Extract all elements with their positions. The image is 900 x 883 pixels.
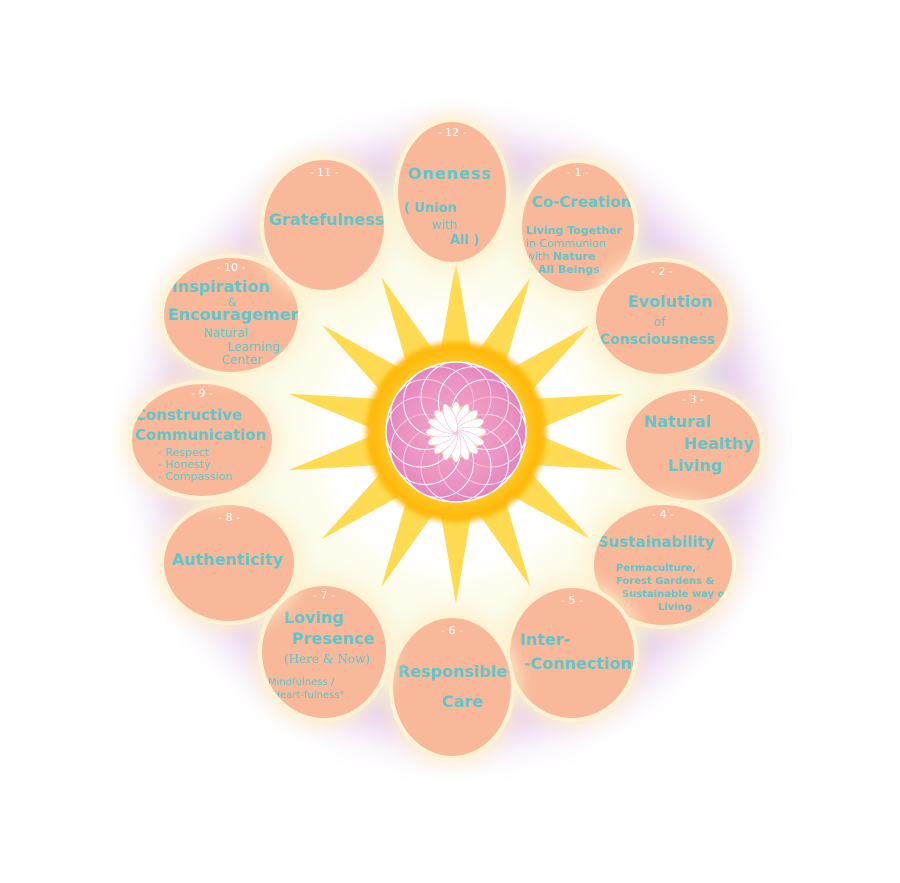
petal-subtitle: Living xyxy=(658,602,693,613)
petal-constructive-communication: - 9 - Constructive Communication - Respe… xyxy=(132,384,272,496)
petal-oneness: - 12 - Oneness ( Union with All ) xyxy=(398,122,506,262)
petal-subtitle: - Compassion xyxy=(158,470,233,483)
petal-sustainability: - 4 - Sustainability Permaculture, Fores… xyxy=(594,505,732,625)
petal-subtitle: "Heart-fulness" xyxy=(268,690,345,701)
sun-ray xyxy=(381,277,437,369)
sun-ray xyxy=(288,393,384,430)
sun-ray xyxy=(528,393,624,430)
petal-title: Care xyxy=(442,692,484,711)
petal-number: - 6 - xyxy=(441,624,463,637)
sun-ray xyxy=(528,434,624,471)
petal-title: -Connection xyxy=(524,654,633,673)
petal-authenticity: - 8 - Authenticity xyxy=(164,505,294,621)
sun-ray xyxy=(288,434,384,471)
petal-title: Oneness xyxy=(408,164,493,183)
petal-inter-connection: - 5 - Inter- -Connection xyxy=(510,588,634,718)
petal-number: - 5 - xyxy=(561,594,583,607)
petal-subtitle: Permaculture, xyxy=(616,563,697,574)
petal-number: - 12 - xyxy=(437,126,467,139)
sun-rays-icon xyxy=(288,260,624,604)
petal-subtitle: - Honesty xyxy=(158,458,211,471)
petal-title: Constructive xyxy=(135,406,243,424)
petal-subtitle: (Here & Now) xyxy=(284,652,371,666)
lotus-icon xyxy=(425,401,487,463)
petal-subtitle: Living Together xyxy=(526,224,623,237)
petal-number: - 8 - xyxy=(218,511,240,524)
petal-title: Loving xyxy=(284,608,344,627)
petal-title: Living xyxy=(668,456,723,475)
sun-ray xyxy=(381,495,437,587)
petal-subtitle: All ) xyxy=(450,233,480,248)
lotus-petal xyxy=(442,403,458,433)
petal-subtitle: Learning xyxy=(228,340,281,354)
petal-co-creation: - 1 - Co-Creation Living Together in Com… xyxy=(522,163,634,291)
petal-number: - 10 - xyxy=(216,261,246,274)
petal-evolution-of-consciousness: - 2 - Evolution of Consciousness xyxy=(596,262,728,374)
petal-number: - 2 - xyxy=(651,265,673,278)
petal-subtitle: of xyxy=(654,315,666,329)
sun-ray xyxy=(321,468,405,540)
petal-subtitle: & xyxy=(228,296,237,309)
petal-subtitle: Forest Gardens & xyxy=(616,576,715,587)
petal-subtitle: Mindfulness / xyxy=(268,677,335,688)
petal-subtitle-row: with Nature xyxy=(526,250,595,263)
sun-ray xyxy=(475,277,531,369)
petal-subtitle: Sustainable way of xyxy=(622,589,729,600)
petal-title: Consciousness xyxy=(600,332,716,348)
petal-inspiration-encouragement: - 10 - Inspiration & Encouragement Natur… xyxy=(164,258,298,372)
sun-ray xyxy=(507,324,591,396)
petal-title: Inspiration xyxy=(172,277,271,296)
petal-title: Presence xyxy=(292,629,375,648)
petal-natural-healthy-living: - 3 - Natural Healthy Living xyxy=(626,390,760,500)
petal-title: Healthy xyxy=(684,434,754,453)
petal-title: Encouragement xyxy=(168,305,298,324)
petal-subtitle-row: & All Beings xyxy=(526,263,600,276)
petal-title: Communication xyxy=(135,426,267,444)
petal-number: - 4 - xyxy=(652,508,674,521)
petal-number: - 1 - xyxy=(567,166,589,179)
sun-ray xyxy=(321,324,405,396)
petal-title: Inter- xyxy=(520,630,571,649)
petal-title: Responsible xyxy=(398,662,508,681)
petal-title: Gratefulness xyxy=(269,210,384,229)
sun-ray xyxy=(440,260,472,354)
petal-subtitle: & xyxy=(526,263,539,276)
sun-ray xyxy=(475,495,531,587)
petal-subtitle: - Respect xyxy=(158,446,210,459)
petal-number: - 7 - xyxy=(313,589,335,602)
petal-number: - 3 - xyxy=(682,393,704,406)
petal-responsible-care: - 6 - Responsible Care xyxy=(393,618,511,756)
petal-subtitle: Nature xyxy=(552,250,596,263)
petal-subtitle: All Beings xyxy=(538,263,600,276)
petal-gratefulness: - 11 - Gratefulness xyxy=(264,160,384,290)
petal-title: Evolution xyxy=(628,292,713,311)
petal-subtitle: with xyxy=(526,250,553,263)
petal-subtitle: Center xyxy=(222,353,263,367)
petal-loving-presence: - 7 - Loving Presence (Here & Now) Mindf… xyxy=(262,586,386,718)
petal-title: Co-Creation xyxy=(532,193,632,211)
petal-title: Authenticity xyxy=(172,550,284,569)
petal-title: Sustainability xyxy=(598,533,715,551)
petal-number: - 11 - xyxy=(309,166,339,179)
sun-ray xyxy=(440,510,472,604)
petal-subtitle: ( Union xyxy=(404,201,457,216)
petal-title: Natural xyxy=(644,412,712,431)
petal-subtitle: Natural xyxy=(204,326,249,340)
sun-ray xyxy=(507,468,591,540)
petal-subtitle: with xyxy=(432,218,458,232)
petal-subtitle: in Communion xyxy=(526,237,607,250)
petal-number: - 9 - xyxy=(191,387,213,400)
